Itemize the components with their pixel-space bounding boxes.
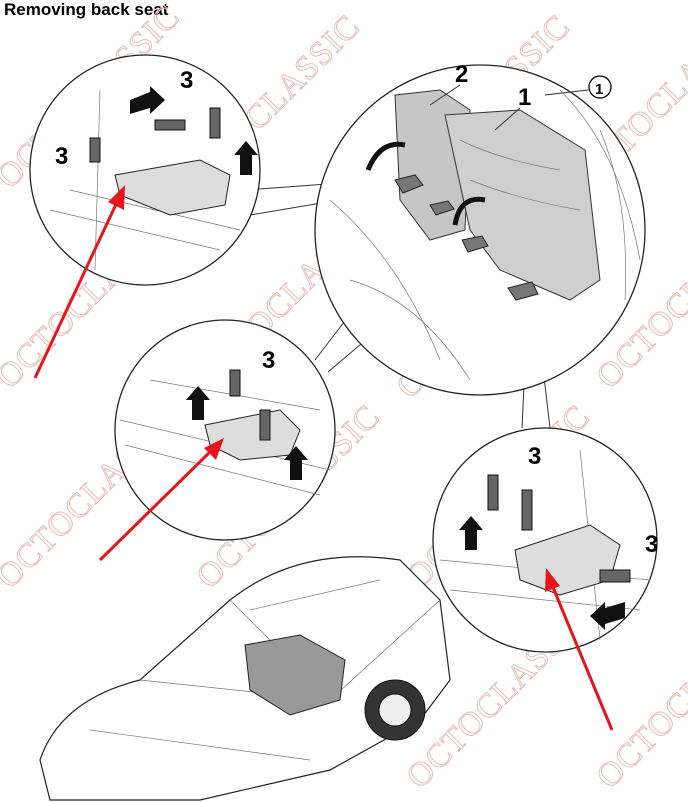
callout-2: 2: [455, 61, 468, 88]
callout-3: 3: [55, 143, 68, 170]
callout-3: 3: [262, 347, 275, 374]
callout-3: 3: [528, 443, 541, 470]
detail-circle-right: 3 3: [432, 427, 658, 653]
detail-circle-middle: 3: [114, 319, 336, 541]
main-detail-circle: 1 2 1: [314, 61, 646, 396]
red-pointer-arrows: [33, 185, 614, 731]
callout-3: 3: [645, 531, 658, 558]
callout-1: 1: [518, 84, 531, 111]
callout-circled-1: 1: [595, 81, 603, 98]
page-title: Removing back seat: [4, 0, 169, 19]
detail-circle-top-left: 3 3: [29, 54, 261, 286]
car-illustration: [39, 556, 451, 801]
callout-3: 3: [180, 67, 193, 94]
seat-backrest-1: [444, 109, 601, 301]
